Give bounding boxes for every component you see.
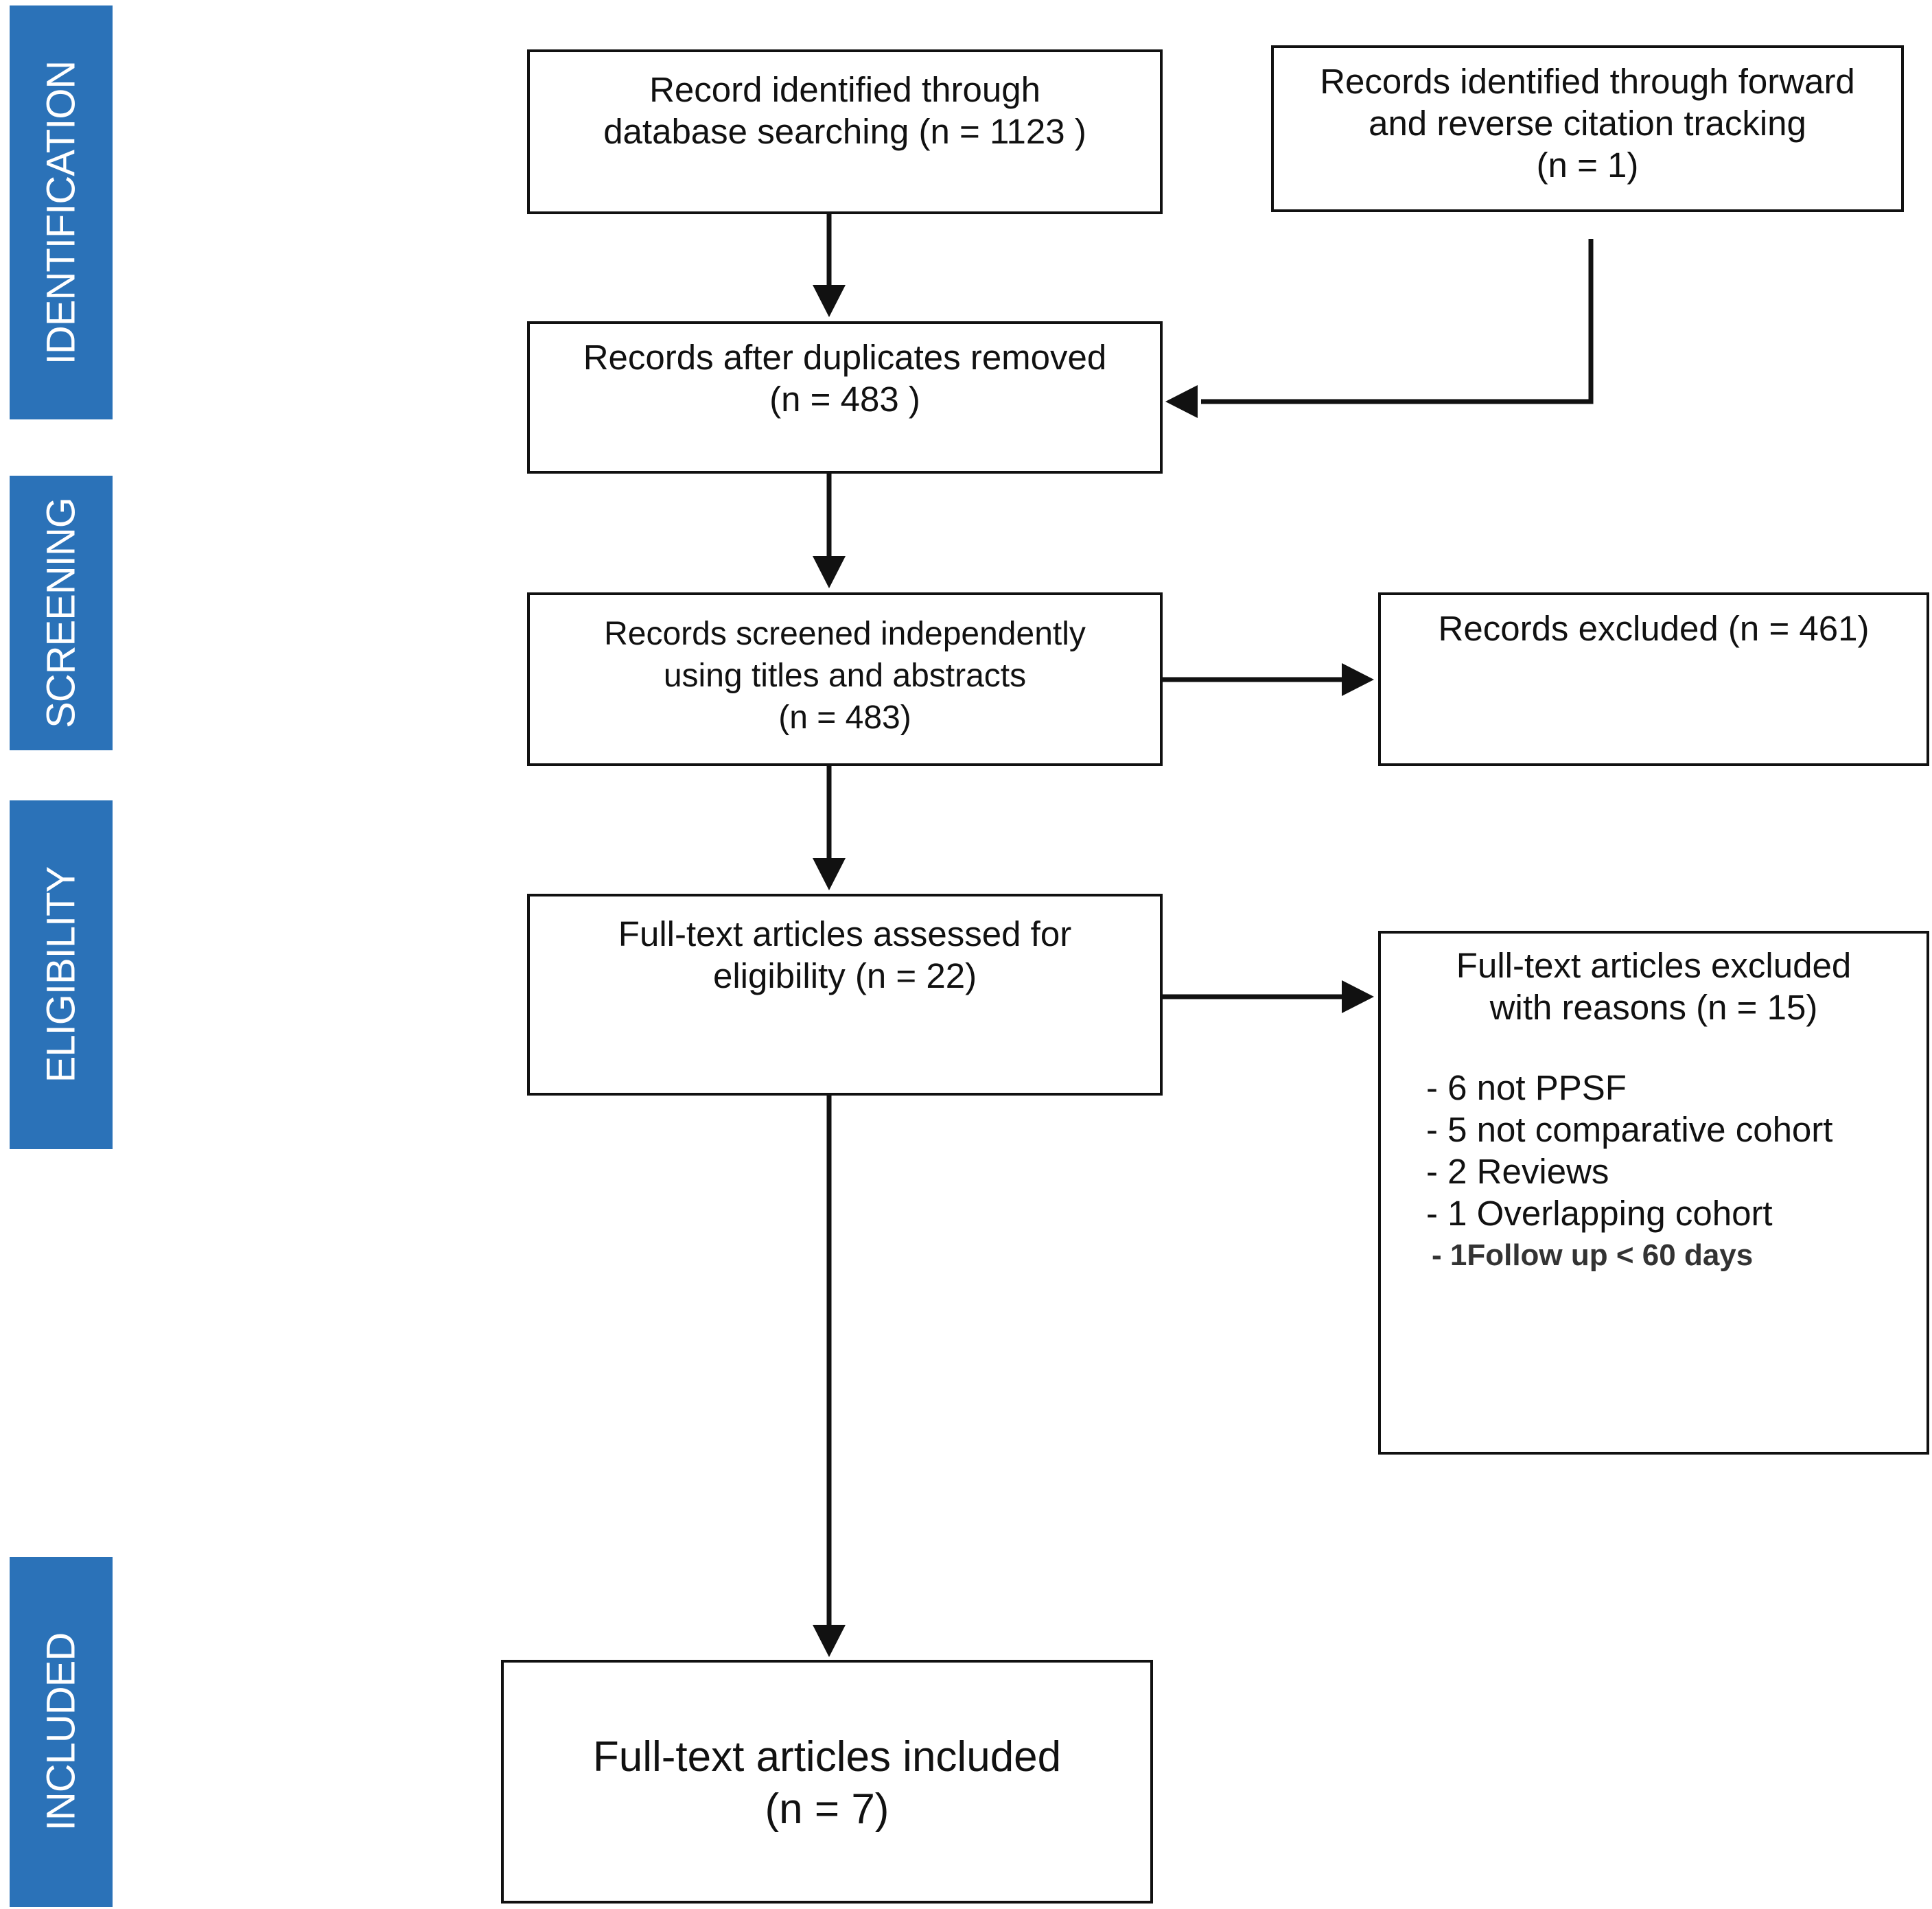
stage-included: INCLUDED xyxy=(10,1557,113,1907)
stage-eligibility: ELIGIBILITY xyxy=(10,800,113,1149)
box-text-line: (n = 7) xyxy=(765,1785,889,1833)
box-records-screened: Records screened independently using tit… xyxy=(527,592,1163,766)
box-text-line: and reverse citation tracking xyxy=(1369,104,1806,143)
arrowhead-included xyxy=(813,1625,846,1657)
box-text-line: (n = 483) xyxy=(778,699,911,736)
line-citation-to-duplicates xyxy=(1201,239,1594,404)
exclusion-reason: - 1Follow up < 60 days xyxy=(1432,1238,1754,1272)
box-text-line: using titles and abstracts xyxy=(663,658,1027,694)
box-text-line: Records excluded (n = 461) xyxy=(1438,609,1870,648)
exclusion-reasons-list: - 6 not PPSF - 5 not comparative cohort … xyxy=(1381,1067,1927,1276)
arrowhead-duplicates xyxy=(813,285,846,317)
exclusion-reason: - 6 not PPSF xyxy=(1426,1068,1627,1107)
box-citation-tracking: Records identified through forward and r… xyxy=(1271,45,1904,212)
box-text-line: with reasons (n = 15) xyxy=(1489,988,1818,1027)
box-text-line: Full-text articles excluded xyxy=(1456,946,1852,985)
box-records-excluded: Records excluded (n = 461) xyxy=(1378,592,1929,766)
box-text-line: Records identified through forward xyxy=(1320,62,1855,101)
box-text-line: (n = 483 ) xyxy=(769,380,920,419)
box-duplicates-removed: Records after duplicates removed (n = 48… xyxy=(527,321,1163,474)
arrowhead-screened xyxy=(813,556,846,588)
box-database-searching: Record identified through database searc… xyxy=(527,49,1163,214)
box-text-line: Full-text articles assessed for xyxy=(618,914,1072,953)
arrowhead-duplicates-side xyxy=(1165,385,1198,418)
exclusion-reason: - 1 Overlapping cohort xyxy=(1426,1194,1773,1233)
exclusion-reason: - 5 not comparative cohort xyxy=(1426,1110,1833,1149)
box-text-line: Full-text articles included xyxy=(592,1733,1062,1781)
box-text-line: Records after duplicates removed xyxy=(583,338,1107,377)
box-fulltext-excluded: Full-text articles excluded with reasons… xyxy=(1378,931,1929,1455)
exclusion-reason: - 2 Reviews xyxy=(1426,1152,1609,1191)
box-text-line: eligibility (n = 22) xyxy=(712,956,977,995)
box-text-line: Records screened independently xyxy=(604,616,1086,652)
box-text-line: Record identified through xyxy=(649,70,1040,109)
box-fulltext-assessed: Full-text articles assessed for eligibil… xyxy=(527,894,1163,1096)
box-text-line: (n = 1) xyxy=(1536,146,1639,185)
box-text-line: database searching (n = 1123 ) xyxy=(603,112,1086,151)
stage-screening: SCREENING xyxy=(10,476,113,750)
stage-identification: IDENTIFICATION xyxy=(10,5,113,419)
arrowhead-fulltext-excluded xyxy=(1342,980,1374,1013)
arrowhead-assessed xyxy=(813,858,846,890)
box-fulltext-included: Full-text articles included (n = 7) xyxy=(501,1660,1153,1904)
arrowhead-excluded xyxy=(1342,663,1374,696)
